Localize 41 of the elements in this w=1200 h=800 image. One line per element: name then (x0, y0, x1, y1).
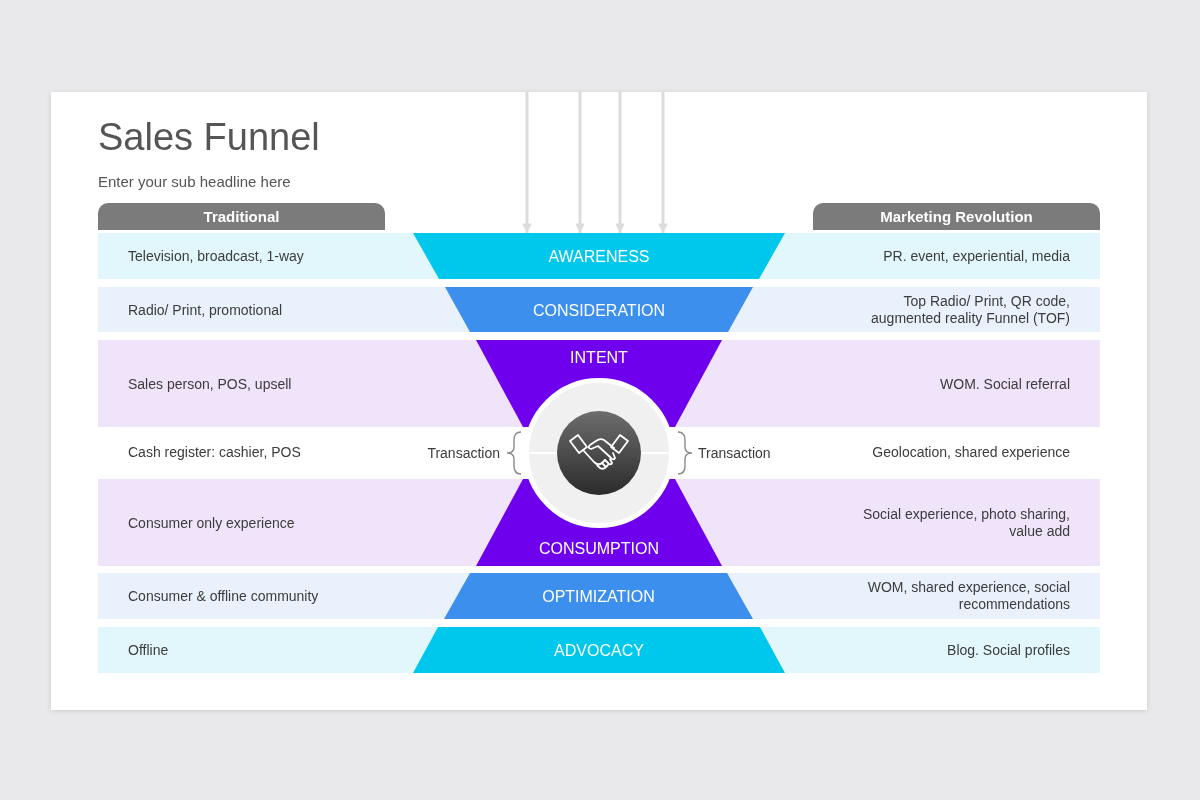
arrow (658, 92, 668, 233)
arrow (615, 92, 625, 233)
channel-text: Blog. Social profiles (947, 641, 1070, 659)
row-band (98, 573, 1100, 619)
column-header: Traditional (98, 203, 385, 230)
channel-text: Sales person, POS, upsell (128, 375, 292, 392)
channel-text: Consumer & offline community (128, 587, 319, 605)
arrow (522, 92, 532, 233)
channel-text: Cash register: cashier, POS (128, 443, 301, 461)
column-header: Marketing Revolution (813, 203, 1100, 230)
channel-text: Geolocation, shared experience (872, 443, 1070, 461)
stage-label: OPTIMIZATION (542, 586, 655, 606)
transaction-label: Transaction (427, 444, 500, 462)
funnel-stage (413, 627, 785, 673)
funnel-stage (476, 479, 722, 566)
row-band (98, 627, 1100, 673)
stage-label: AWARENESS (548, 246, 650, 266)
stage-label: ADVOCACY (554, 640, 644, 660)
subtitle-text: Enter your sub headline here (98, 173, 291, 191)
row-band (98, 233, 1100, 279)
transaction-label: Transaction (698, 444, 771, 462)
stage-label: CONSIDERATION (532, 300, 666, 319)
row-band (98, 340, 1100, 427)
arrow (575, 92, 585, 233)
stage-label: CONSUMPTION (539, 539, 659, 558)
channel-text: WOM. Social referral (940, 375, 1070, 392)
channel-text: Consumer only experience (128, 514, 295, 531)
channel-text: PR. event, experiential, media (883, 247, 1070, 265)
channel-text: WOM, shared experience, social recommendations (866, 579, 1070, 613)
funnel-stage (444, 573, 753, 619)
title-text: Sales Funnel (98, 115, 320, 159)
channel-text: Top Radio/ Print, QR code, augmented reality Funnel (TOF) (870, 292, 1070, 327)
channel-text: Offline (128, 641, 169, 659)
row-band (98, 479, 1100, 566)
row-band (98, 287, 1100, 332)
channel-text: Social experience, photo sharing, value add (861, 505, 1070, 540)
channel-text: Radio/ Print, promotional (128, 301, 283, 318)
channel-text: Television, broadcast, 1-way (128, 247, 304, 265)
funnel-stage (445, 287, 753, 332)
funnel-stage (413, 233, 785, 279)
stage-label: INTENT (570, 348, 628, 367)
